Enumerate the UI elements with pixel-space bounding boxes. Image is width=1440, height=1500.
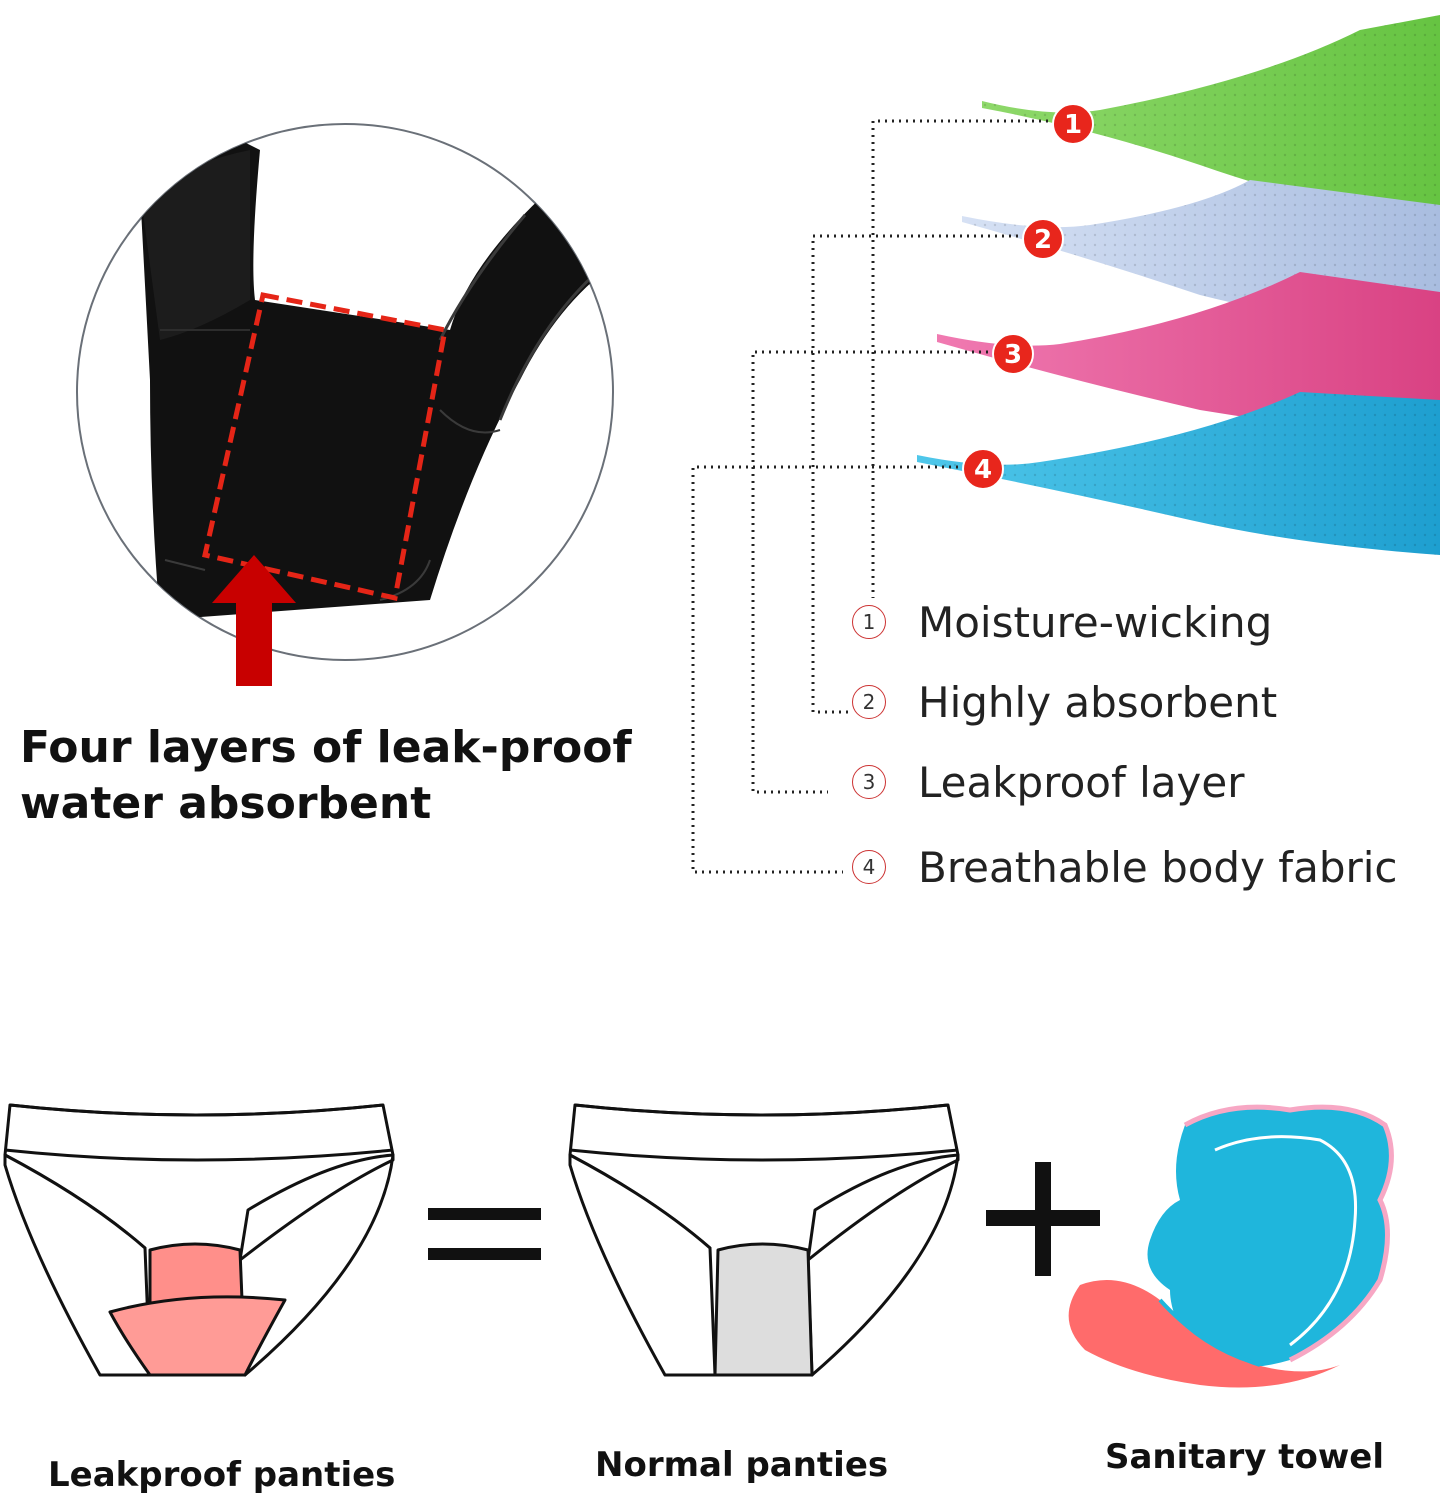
layer-badge-2: 2: [1022, 218, 1064, 260]
legend-label-4: Breathable body fabric: [918, 842, 1398, 892]
absorbent-zone-outline: [202, 292, 448, 602]
legend-item-breathable-body-fabric: 4 Breathable body fabric: [852, 842, 1398, 892]
up-arrow-icon: [212, 555, 296, 686]
normal-gusset: [713, 1242, 814, 1377]
layer-badge-3-number: 3: [1004, 340, 1022, 370]
layer-stack: [917, 15, 1440, 555]
fabric-closeup: [76, 123, 614, 661]
leader-line-1: [871, 119, 1055, 598]
layer-badge-1-number: 1: [1064, 110, 1082, 140]
layer-1-moisture-wicking: [982, 15, 1440, 230]
sanitary-towel-drawing: [1068, 1104, 1394, 1388]
legend-number-2: 2: [852, 685, 886, 719]
normal-panties-drawing: [568, 1103, 960, 1377]
leader-lines: [691, 119, 1055, 874]
layer-badge-4: 4: [962, 448, 1004, 490]
plus-sign: [986, 1162, 1100, 1276]
equals-sign: [428, 1208, 541, 1260]
legend-number-4: 4: [852, 850, 886, 884]
headline-line-2: water absorbent: [20, 778, 432, 829]
layer-badge-2-number: 2: [1034, 225, 1052, 255]
caption-sanitary-towel: Sanitary towel: [1105, 1437, 1384, 1477]
caption-normal-panties: Normal panties: [595, 1445, 889, 1485]
legend-label-2: Highly absorbent: [918, 677, 1278, 727]
legend-label-1: Moisture-wicking: [918, 597, 1273, 647]
legend-item-leakproof-layer: 3 Leakproof layer: [852, 757, 1245, 807]
layer-badge-1: 1: [1052, 103, 1094, 145]
headline: Four layers of leak-proof water absorben…: [20, 720, 700, 832]
leader-line-3: [751, 350, 995, 794]
layer-badge-3: 3: [992, 333, 1034, 375]
legend-item-highly-absorbent: 2 Highly absorbent: [852, 677, 1278, 727]
caption-leakproof-panties: Leakproof panties: [48, 1455, 396, 1495]
headline-line-1: Four layers of leak-proof: [20, 722, 632, 773]
leakproof-panties-drawing: [3, 1103, 395, 1377]
legend-label-3: Leakproof layer: [918, 757, 1245, 807]
legend-item-moisture-wicking: 1 Moisture-wicking: [852, 597, 1273, 647]
layer-4-breathable-fabric: [917, 392, 1440, 555]
legend-number-1: 1: [852, 605, 886, 639]
legend-number-3: 3: [852, 765, 886, 799]
layer-badges: 1 2 3 4: [962, 103, 1094, 490]
layer-badge-4-number: 4: [974, 455, 992, 485]
leader-line-4: [691, 465, 965, 874]
leader-line-2: [811, 234, 1025, 714]
